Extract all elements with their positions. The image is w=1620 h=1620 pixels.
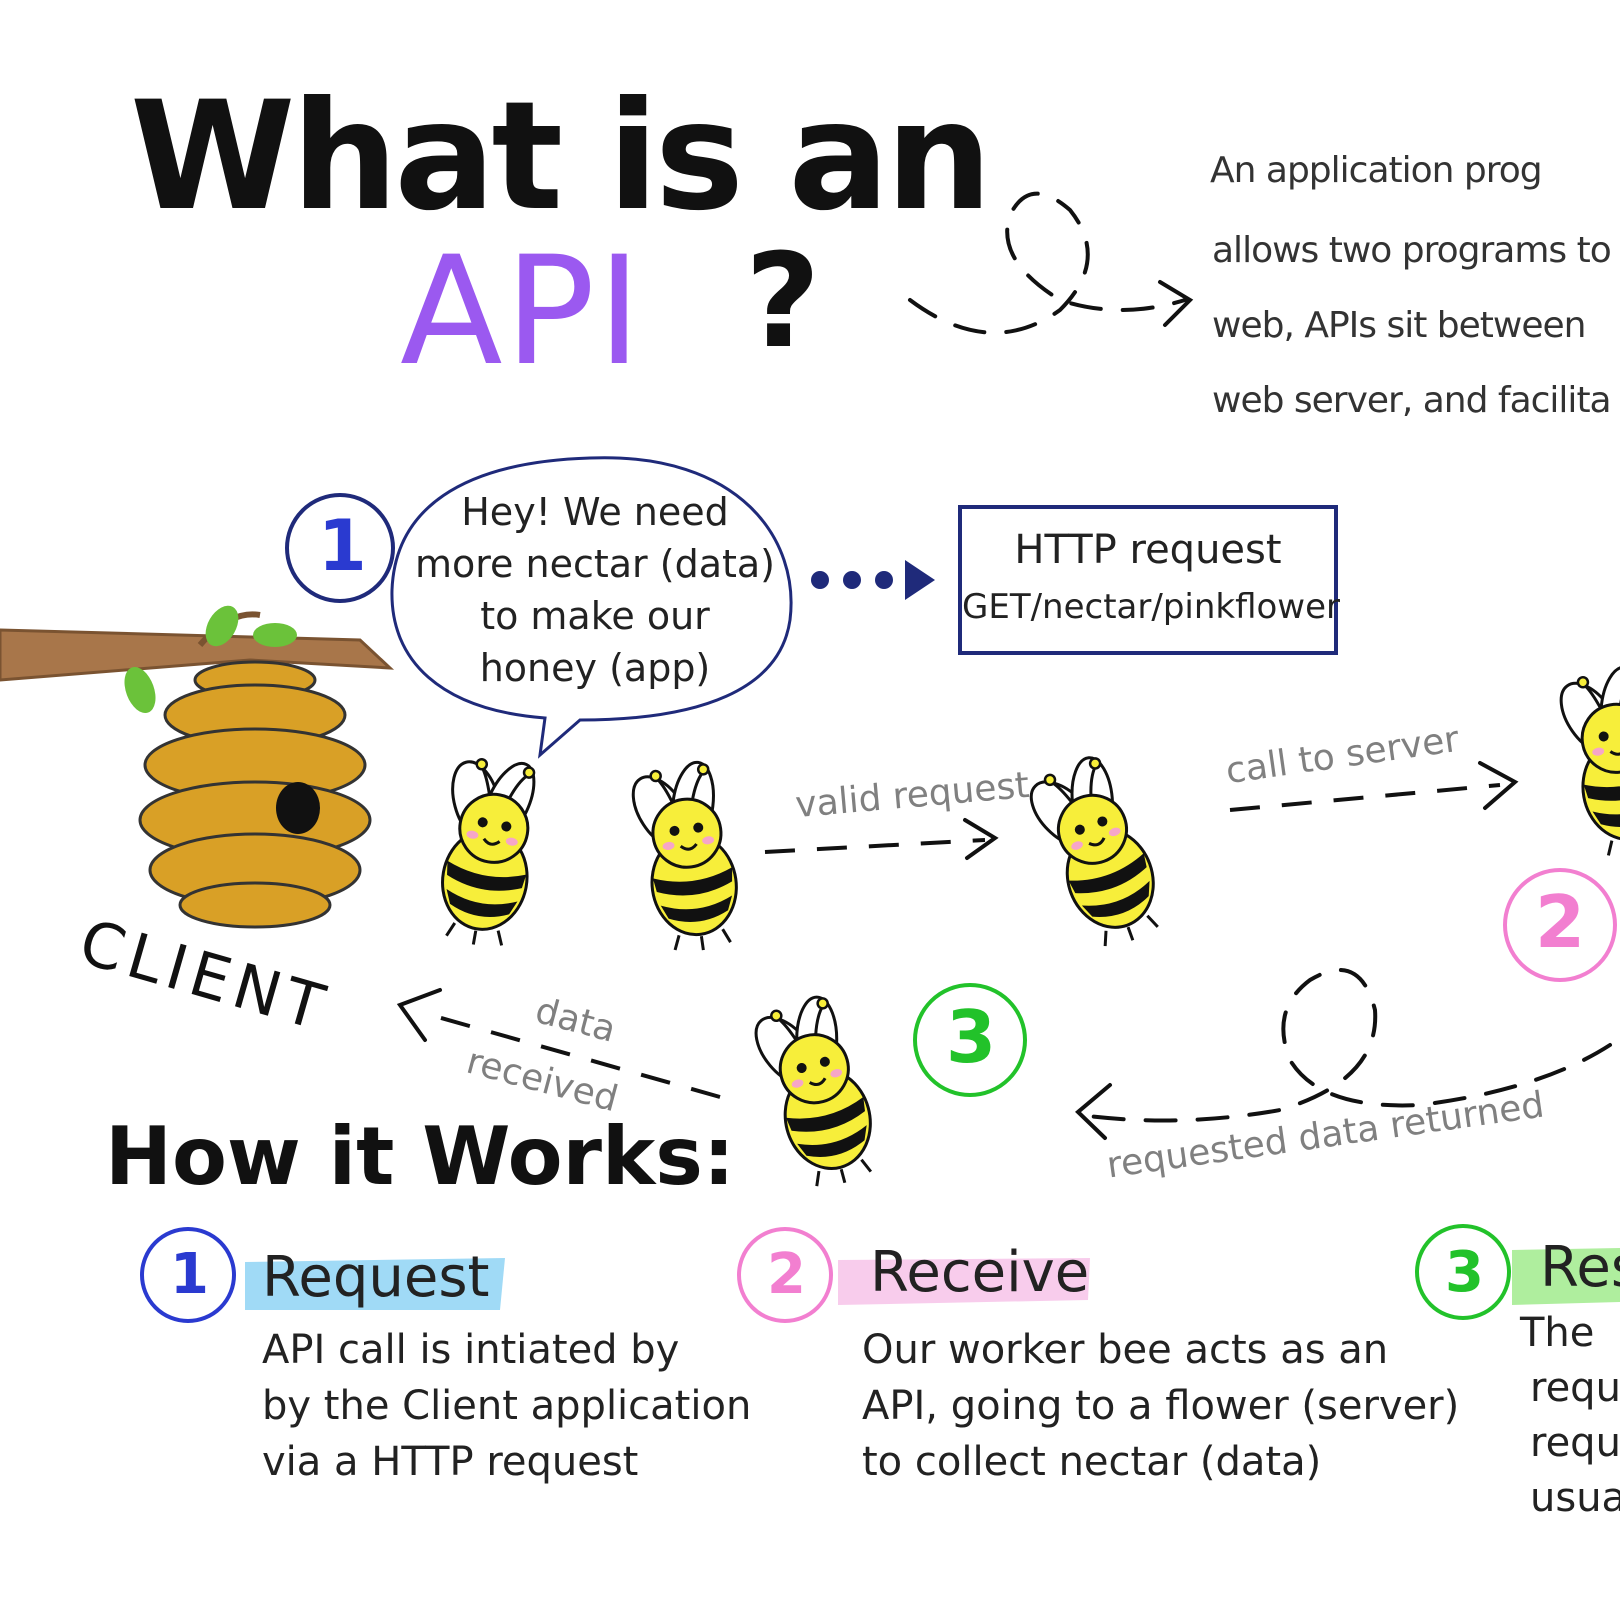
step-3-number: 3 bbox=[1445, 1240, 1484, 1305]
definition-line-4: web server, and facilita bbox=[1212, 380, 1612, 421]
bee-icon bbox=[1010, 744, 1174, 962]
flow-number-1: 1 bbox=[318, 505, 367, 587]
branch-shape bbox=[0, 628, 395, 682]
bee-icon bbox=[616, 752, 747, 960]
step-2-desc-1: Our worker bee acts as an bbox=[862, 1327, 1389, 1373]
bubble-line-1: Hey! We need bbox=[461, 490, 729, 534]
bubble-line-4: honey (app) bbox=[479, 646, 711, 690]
page-title-api: API bbox=[400, 225, 644, 399]
bee-icon bbox=[736, 985, 887, 1200]
step-3-desc-3: reque bbox=[1530, 1420, 1620, 1466]
step-1-title: Request bbox=[262, 1245, 490, 1310]
step-3-desc-1: The bbox=[1520, 1310, 1595, 1356]
step-3-desc-4: usual bbox=[1530, 1475, 1620, 1521]
step-2-desc-2: API, going to a flower (server) bbox=[862, 1383, 1460, 1429]
step-2-desc-3: to collect nectar (data) bbox=[862, 1439, 1322, 1485]
http-request-title: HTTP request bbox=[1014, 527, 1282, 573]
http-request-endpoint: GET/nectar/pinkflower bbox=[962, 587, 1341, 627]
bubble-line-2: more nectar (data) bbox=[415, 542, 775, 586]
flow-number-2: 2 bbox=[1535, 880, 1586, 964]
step-1-desc-1: API call is intiated by bbox=[262, 1327, 680, 1373]
page-title: What is an bbox=[130, 70, 992, 244]
definition-line-1: An application prog bbox=[1210, 150, 1543, 191]
question-mark: ? bbox=[745, 225, 821, 377]
step-3-desc-2: reque bbox=[1530, 1365, 1620, 1411]
speech-bubble: Hey! We need more nectar (data) to make … bbox=[400, 490, 790, 710]
definition-line-3: web, APIs sit between bbox=[1212, 305, 1586, 346]
speech-bubble-shape bbox=[390, 456, 793, 759]
bee-icon bbox=[413, 743, 550, 954]
flow-number-3: 3 bbox=[946, 995, 997, 1079]
step-2-number: 2 bbox=[767, 1242, 806, 1307]
definition-line-2: allows two programs to bbox=[1212, 230, 1612, 271]
http-request-box: HTTP request GET/nectar/pinkflower bbox=[958, 505, 1341, 655]
beehive-icon bbox=[138, 660, 372, 929]
step-1-desc-3: via a HTTP request bbox=[262, 1439, 639, 1485]
step-2-title: Receive bbox=[870, 1240, 1090, 1305]
step-1-desc-2: by the Client application bbox=[262, 1383, 752, 1429]
step-3-title: Res bbox=[1540, 1235, 1620, 1300]
how-it-works-heading: How it Works: bbox=[105, 1110, 735, 1203]
bee-icon bbox=[1543, 656, 1620, 867]
bubble-line-3: to make our bbox=[480, 594, 710, 638]
step-1-number: 1 bbox=[170, 1242, 209, 1307]
